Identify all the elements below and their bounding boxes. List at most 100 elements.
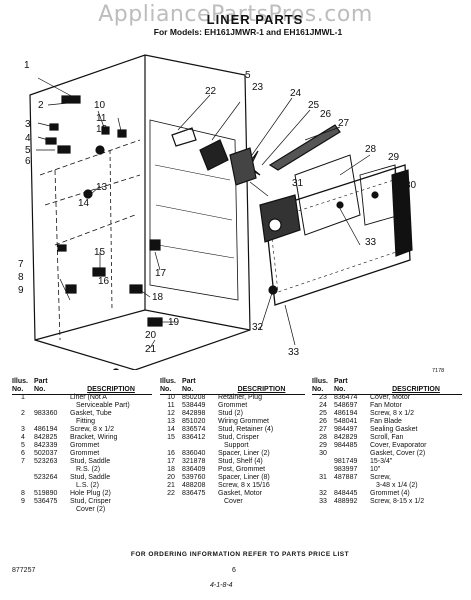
part-number	[34, 402, 70, 410]
part-description: Stud, Shelf (4)	[218, 458, 263, 465]
header-illus: Illus.	[312, 378, 328, 385]
illus-number: 31	[319, 474, 327, 481]
header-description: DESCRIPTION	[392, 386, 440, 393]
part-description: Fan Blade	[370, 418, 402, 425]
callout-17: 17	[155, 268, 167, 279]
callout-4: 4	[25, 133, 31, 144]
part-description: Screw,	[370, 474, 392, 481]
part-number: 836474	[334, 394, 358, 401]
illus-number: 21	[167, 482, 175, 489]
part-number	[334, 482, 370, 490]
illus-number: 2	[21, 410, 25, 417]
part-number	[34, 482, 70, 490]
part-description: Hole Plug (2)	[70, 490, 111, 497]
callout-22: 22	[205, 86, 217, 97]
part-number: 519890	[34, 490, 58, 497]
part-description: Stud, Saddle	[70, 458, 111, 465]
fan-motor-housing	[259, 194, 301, 243]
model-subtitle: For Models: EH161JMWR-1 and EH161JMWL-1	[153, 27, 343, 37]
callout-3: 3	[25, 119, 31, 130]
part-number: 539760	[182, 474, 206, 481]
part-number: 836574	[182, 426, 206, 433]
part-number: 836412	[182, 434, 206, 441]
header-part: Part	[182, 378, 196, 385]
header-spacer	[370, 378, 462, 386]
illus-number: 5	[21, 442, 25, 449]
callout-1: 1	[24, 60, 30, 71]
sealing-gasket	[268, 124, 341, 171]
callout-15: 15	[94, 247, 106, 258]
callout-23: 23	[252, 82, 264, 93]
callout-5: 5	[25, 145, 31, 156]
part-number	[34, 506, 70, 514]
part-number	[34, 466, 70, 474]
illus-number: 23	[319, 394, 327, 401]
illus-number: 7	[21, 458, 25, 465]
part-number: 842339	[34, 442, 58, 449]
illus-number: 28	[319, 434, 327, 441]
header-part: Part	[34, 378, 48, 385]
part-description: Screw, 8-15 x 1/2	[370, 498, 425, 505]
part-description: Screw, 8 x 15/16	[218, 482, 270, 489]
illus-number: 9	[21, 498, 25, 505]
part-number: 850208	[182, 394, 206, 401]
callout-9: 9	[18, 285, 24, 296]
part-number: 836040	[182, 450, 206, 457]
table-row: Serviceable Part)	[12, 402, 152, 410]
part-description: Cover, Evaporator	[370, 442, 427, 449]
illus-number: 16	[167, 450, 175, 457]
callout-24: 24	[290, 88, 302, 99]
illus-number: 30	[319, 450, 327, 457]
motor-cover	[199, 139, 229, 171]
header-part-no: No.	[182, 386, 194, 393]
callout-13: 13	[96, 182, 108, 193]
page-number: 6	[232, 567, 236, 574]
part-number: 536475	[34, 498, 58, 505]
illus-number: 13	[167, 418, 175, 425]
part-description: R.S. (2)	[76, 466, 101, 473]
table-row: Fitting	[12, 418, 152, 426]
callout-7: 7	[18, 259, 24, 270]
table-row: Cover (2)	[12, 506, 152, 514]
table-row: Support	[160, 442, 305, 450]
part-number: 488992	[334, 498, 358, 505]
part-description: L.S. (2)	[76, 482, 99, 489]
page-title: LINER PARTS	[206, 12, 304, 27]
illus-number	[12, 402, 34, 410]
header-part-no: No.	[334, 386, 346, 393]
illus-number: 20	[167, 474, 175, 481]
part-description: Liner (Not A	[70, 394, 107, 401]
figure-code: 7178	[432, 368, 445, 374]
illus-number: 14	[167, 426, 175, 433]
illus-number: 25	[319, 410, 327, 417]
part-number: 487887	[334, 474, 358, 481]
callout-11: 11	[96, 113, 107, 124]
part-description: Bracket, Wiring	[70, 434, 118, 441]
table-row: 31 487887 Screw,	[312, 474, 462, 482]
callout-21: 21	[145, 344, 157, 355]
header-description: DESCRIPTION	[87, 386, 135, 393]
callout-6: 6	[25, 156, 31, 167]
callout-33: 33	[288, 347, 300, 358]
illus-number: 4	[21, 434, 25, 441]
callout-29: 29	[388, 152, 400, 163]
part-number	[34, 418, 70, 426]
illus-number: 11	[167, 402, 175, 409]
callout-18: 18	[152, 292, 164, 303]
evaporator-cover	[264, 164, 411, 306]
